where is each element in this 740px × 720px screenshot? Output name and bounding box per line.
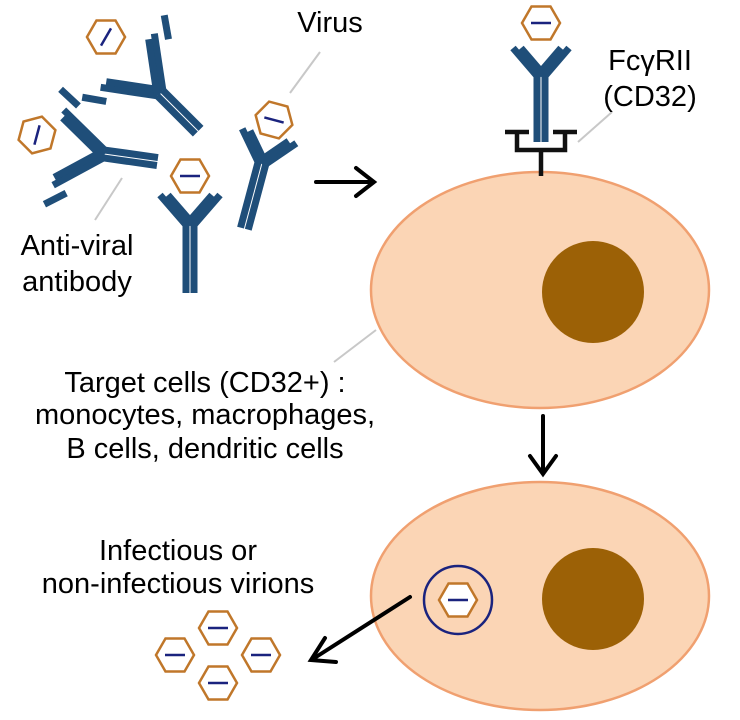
fc-receptor-cd32 (505, 129, 577, 176)
receptor-label-line1: FcγRII (608, 45, 692, 77)
virions-label-line2: non-infectious virions (42, 568, 314, 600)
nucleus-lower (542, 548, 644, 650)
arrow-down (528, 414, 558, 478)
antibody-label-line2: antibody (22, 266, 132, 298)
virions-label-line1: Infectious or (99, 535, 257, 567)
arrow-release (307, 595, 412, 664)
virion-2 (154, 637, 196, 673)
target-label-line3: B cells, dendritic cells (66, 433, 343, 465)
virus-bound (520, 5, 562, 41)
endosome-virus (422, 564, 494, 636)
target-cell-pointer (333, 329, 377, 363)
virus-2 (17, 115, 57, 155)
antibody-1 (81, 14, 204, 137)
virus-1 (85, 19, 127, 55)
virus-4 (254, 100, 294, 140)
virus-3 (169, 158, 211, 194)
target-cell-lower (369, 480, 711, 712)
antibody-4 (237, 127, 299, 231)
released-virions (154, 610, 282, 701)
virion-4 (197, 665, 239, 701)
antibody-pointer (94, 177, 123, 221)
receptor-pointer (577, 111, 613, 143)
antibody-2 (42, 86, 159, 208)
target-label-line2: monocytes, macrophages, (35, 399, 375, 431)
target-label-line1: Target cells (CD32+) : (64, 367, 345, 399)
arrow-right (314, 166, 378, 198)
antibody-3 (157, 192, 223, 293)
virion-3 (240, 637, 282, 673)
virion-1 (197, 610, 239, 646)
antibody-label-line1: Anti-viral (21, 230, 134, 262)
antibody-bound (510, 45, 572, 142)
virus-pointer (289, 51, 321, 94)
target-cell-upper (369, 170, 711, 410)
receptor-label-line2: (CD32) (603, 81, 696, 113)
virus-label: Virus (297, 7, 363, 39)
nucleus-upper (542, 241, 644, 343)
